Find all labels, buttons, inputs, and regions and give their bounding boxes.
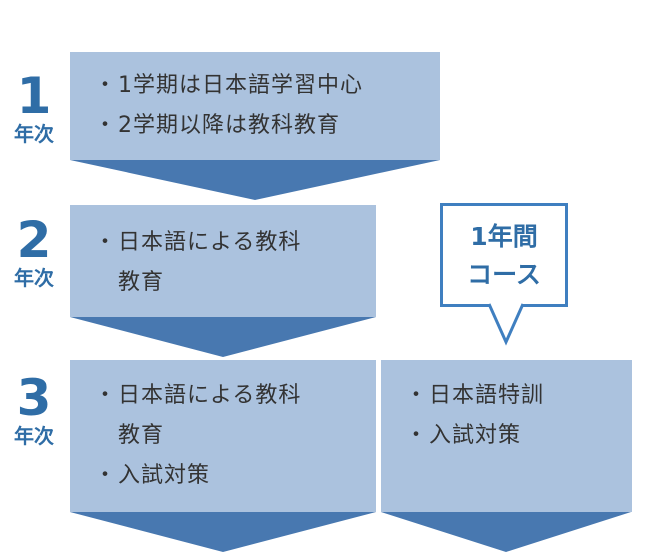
year-1-bullet: 1学期は日本語学習中心: [94, 66, 363, 106]
year-2-label: 2 年次: [0, 214, 68, 290]
year-3-label: 3 年次: [0, 372, 68, 448]
year-3-main-down-arrow: [70, 512, 376, 552]
year-3-main-bullet: 入試対策: [94, 456, 301, 496]
year-3-course-bullets: 日本語特訓 入試対策: [405, 376, 544, 456]
callout-pointer: [487, 302, 525, 346]
year-1-down-arrow: [70, 160, 440, 200]
year-3-course-bullet: 日本語特訓: [405, 376, 544, 416]
callout-line-1: 1年間: [470, 222, 538, 251]
one-year-course-callout: 1年間 コース: [440, 203, 568, 307]
year-2-down-arrow: [70, 317, 376, 357]
year-3-unit: 年次: [14, 424, 54, 448]
year-1-unit: 年次: [14, 122, 54, 146]
year-3-main-bullet-continued: 教育: [118, 423, 165, 448]
year-2-panel: 日本語による教科 教育: [70, 205, 376, 317]
year-2-bullet-continued: 教育: [118, 270, 165, 295]
year-3-main-panel: 日本語による教科 教育 入試対策: [70, 360, 376, 512]
year-3-main-bullets: 日本語による教科 教育 入試対策: [94, 376, 301, 496]
year-2-unit: 年次: [14, 266, 54, 290]
year-3-course-down-arrow: [381, 512, 631, 552]
year-1-number: 1: [16, 67, 52, 125]
year-1-panel: 1学期は日本語学習中心 2学期以降は教科教育: [70, 52, 440, 160]
year-1-label: 1 年次: [0, 70, 68, 146]
year-2-bullets: 日本語による教科 教育: [94, 223, 301, 303]
year-3-course-bullet: 入試対策: [405, 416, 544, 456]
year-1-bullet: 2学期以降は教科教育: [94, 106, 363, 146]
year-3-course-panel: 日本語特訓 入試対策: [381, 360, 632, 512]
year-2-bullet: 日本語による教科: [94, 223, 301, 263]
year-3-number: 3: [16, 369, 52, 427]
year-1-bullets: 1学期は日本語学習中心 2学期以降は教科教育: [94, 66, 363, 146]
year-3-main-bullet: 日本語による教科: [94, 376, 301, 416]
callout-line-2: コース: [467, 260, 541, 289]
year-2-number: 2: [16, 211, 52, 269]
